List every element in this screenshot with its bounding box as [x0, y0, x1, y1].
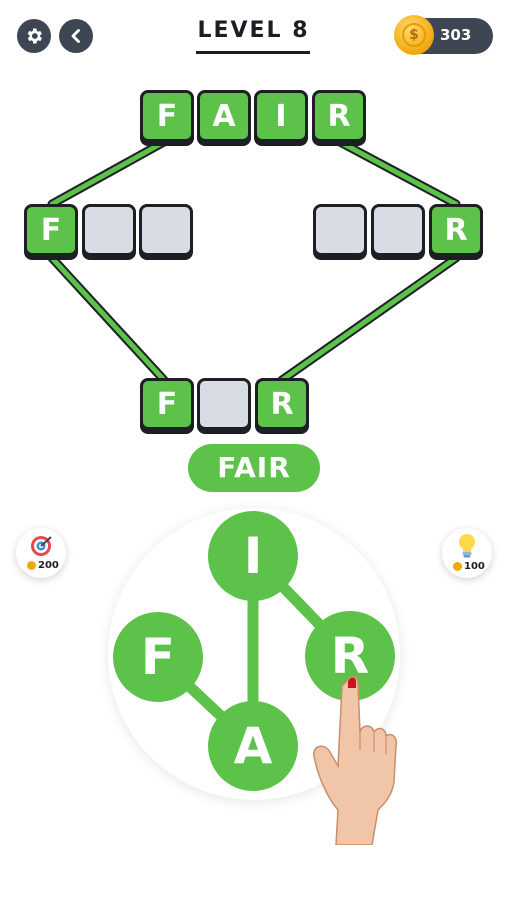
grid-cell-empty	[139, 204, 193, 256]
grid-cell: A	[197, 90, 251, 142]
level-title: LEVEL 8	[197, 18, 310, 43]
tutorial-hand-pointer	[313, 675, 398, 845]
hint-cost-value: 100	[464, 561, 485, 572]
back-button[interactable]	[59, 19, 93, 53]
grid-cell: F	[140, 378, 194, 430]
coin-count: 303	[440, 26, 472, 44]
chevron-left-icon	[71, 29, 80, 43]
settings-button[interactable]	[17, 19, 51, 53]
grid-cell-empty	[313, 204, 367, 256]
lightbulb-icon	[459, 534, 475, 558]
grid-cell: R	[312, 90, 366, 142]
coin-icon	[27, 561, 36, 570]
target-cost-value: 200	[38, 560, 59, 571]
grid-cell: F	[140, 90, 194, 142]
title-underline	[196, 51, 310, 54]
grid-cell: F	[24, 204, 78, 256]
wheel-letter-a[interactable]: A	[208, 701, 298, 791]
grid-cell: R	[255, 378, 309, 430]
gear-icon	[27, 28, 42, 44]
grid-cell-empty	[82, 204, 136, 256]
coin-symbol: $	[402, 23, 426, 47]
grid-cell-empty	[371, 204, 425, 256]
grid-cell: R	[429, 204, 483, 256]
grid-cell: I	[254, 90, 308, 142]
wheel-letter-i[interactable]: I	[208, 511, 298, 601]
current-word-preview: FAIR	[188, 444, 320, 492]
target-powerup-button[interactable]: 200	[16, 528, 66, 578]
hint-powerup-button[interactable]: 100	[442, 528, 492, 578]
target-icon	[31, 536, 52, 556]
target-cost: 200	[27, 560, 59, 571]
grid-cell-empty	[197, 378, 251, 430]
wheel-letter-f[interactable]: F	[113, 612, 203, 702]
coin-icon	[453, 562, 462, 571]
hint-cost: 100	[453, 561, 485, 572]
